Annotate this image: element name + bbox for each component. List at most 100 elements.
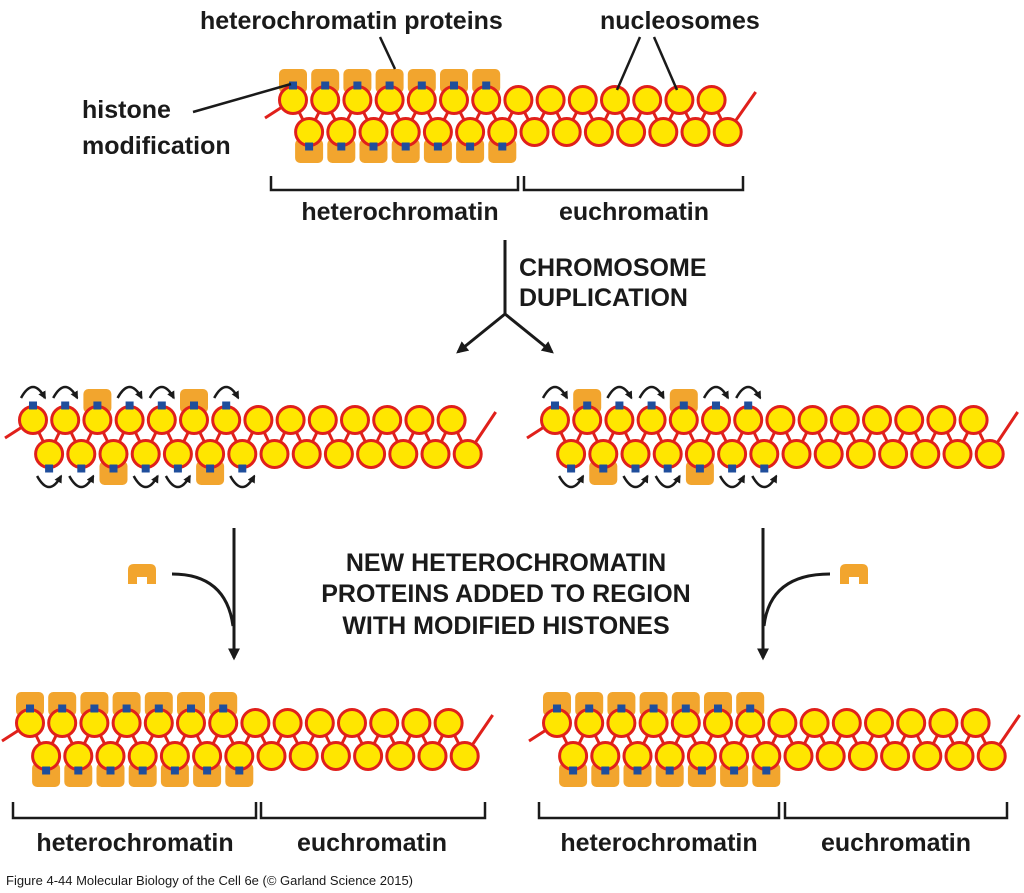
histone-modification: [744, 401, 753, 410]
nucleosome: [291, 439, 322, 469]
nucleosome: [684, 439, 715, 469]
histone-modification: [601, 766, 610, 775]
nucleosome: [799, 708, 830, 738]
nucleosome: [574, 708, 605, 738]
nucleosome: [783, 741, 814, 771]
histone-modification: [190, 401, 198, 410]
nucleosome: [878, 439, 909, 469]
nucleosome: [503, 85, 534, 115]
histone-modification: [551, 401, 559, 410]
histone-modification: [697, 766, 706, 775]
spreading-arrow: [148, 385, 175, 400]
nucleosome: [912, 741, 943, 771]
histone-modification: [93, 401, 102, 410]
nucleosome: [63, 741, 94, 771]
proteins-leader-line: [378, 36, 397, 70]
nucleosome: [436, 405, 467, 435]
spreading-arrow: [116, 385, 143, 400]
nucleosome: [95, 741, 126, 771]
histone-modification: [466, 142, 475, 151]
nucleosome: [47, 708, 78, 738]
nucleosome: [636, 405, 667, 435]
new-proteins-label-line1: NEW HETEROCHROMATIN: [346, 549, 666, 577]
nucleosome: [162, 439, 193, 469]
nucleosome: [845, 439, 876, 469]
histone-modification: [385, 81, 394, 90]
nucleosome: [652, 439, 683, 469]
nucleosome: [278, 85, 308, 115]
nucleosome: [353, 741, 384, 771]
nucleosome: [701, 405, 731, 435]
top-brackets: [269, 176, 745, 192]
nucleosome: [894, 405, 925, 435]
histone-modification: [235, 766, 244, 775]
histone-modification: [369, 142, 378, 151]
nucleosome: [195, 439, 226, 469]
histone-modification: [567, 464, 576, 473]
histone-modification: [173, 464, 182, 473]
histone-modification: [663, 464, 672, 473]
nucleosome: [227, 439, 258, 469]
nucleosome: [567, 85, 598, 115]
histone-modification: [585, 704, 594, 713]
nucleosome: [572, 405, 603, 435]
nucleosome: [98, 439, 129, 469]
nucleosome: [864, 708, 894, 738]
histone-modification: [206, 464, 215, 473]
spreading-arrows-layer: [19, 385, 778, 489]
histone-modification: [337, 142, 346, 151]
bottom-right-heterochromatin-label: heterochromatin: [560, 829, 757, 857]
histone-modification: [106, 766, 115, 775]
nucleosome: [735, 708, 766, 738]
histone-modification: [77, 464, 86, 473]
nucleosome: [910, 439, 941, 469]
spreading-arrow: [702, 385, 730, 400]
nucleosome: [815, 741, 846, 771]
nucleosome: [471, 85, 502, 115]
nucleosome: [66, 439, 97, 469]
histone-modification: [665, 766, 674, 775]
spreading-arrow: [68, 474, 95, 489]
histone-modification: [746, 704, 755, 713]
nucleosome: [385, 741, 416, 771]
spreading-arrow: [606, 385, 633, 400]
nucleosome: [79, 708, 110, 738]
nucleosome: [535, 85, 566, 115]
nucleosome: [622, 741, 653, 771]
new-proteins-label-line3: WITH MODIFIED HISTONES: [342, 612, 669, 640]
nucleosomes-leader-line-1: [615, 36, 642, 91]
histone-modification: [647, 401, 656, 410]
nucleosome: [192, 741, 223, 771]
nucleosome: [765, 405, 796, 435]
histone-modification-layer: [26, 81, 771, 775]
histone-modification: [695, 464, 704, 473]
nucleosome: [976, 741, 1007, 771]
nucleosome: [926, 405, 957, 435]
bottom-left-euchromatin-label: euchromatin: [297, 829, 447, 857]
histone-modification: [730, 766, 739, 775]
nucleosome: [50, 405, 81, 435]
nucleosome: [519, 117, 550, 147]
nucleosome: [455, 117, 486, 147]
histone-modification: [498, 142, 507, 151]
histone-modification: [26, 704, 34, 713]
nucleosome: [449, 741, 480, 771]
nucleosome: [542, 708, 572, 738]
histone-modification: [649, 704, 658, 713]
nucleosome: [604, 405, 635, 435]
nucleosome: [749, 439, 780, 469]
nucleosome: [654, 741, 685, 771]
spreading-arrow: [229, 474, 256, 489]
nucleosome: [767, 708, 798, 738]
histone-modification: [238, 464, 247, 473]
nucleosome: [337, 708, 367, 738]
top-heterochromatin-label: heterochromatin: [301, 198, 498, 226]
histone-modification: [29, 401, 37, 410]
spreading-arrow: [654, 474, 681, 489]
spreading-arrow: [36, 474, 63, 489]
nucleosome: [862, 405, 892, 435]
nucleosome: [417, 741, 448, 771]
spreading-arrow: [751, 474, 778, 489]
histone-modification: [141, 464, 150, 473]
